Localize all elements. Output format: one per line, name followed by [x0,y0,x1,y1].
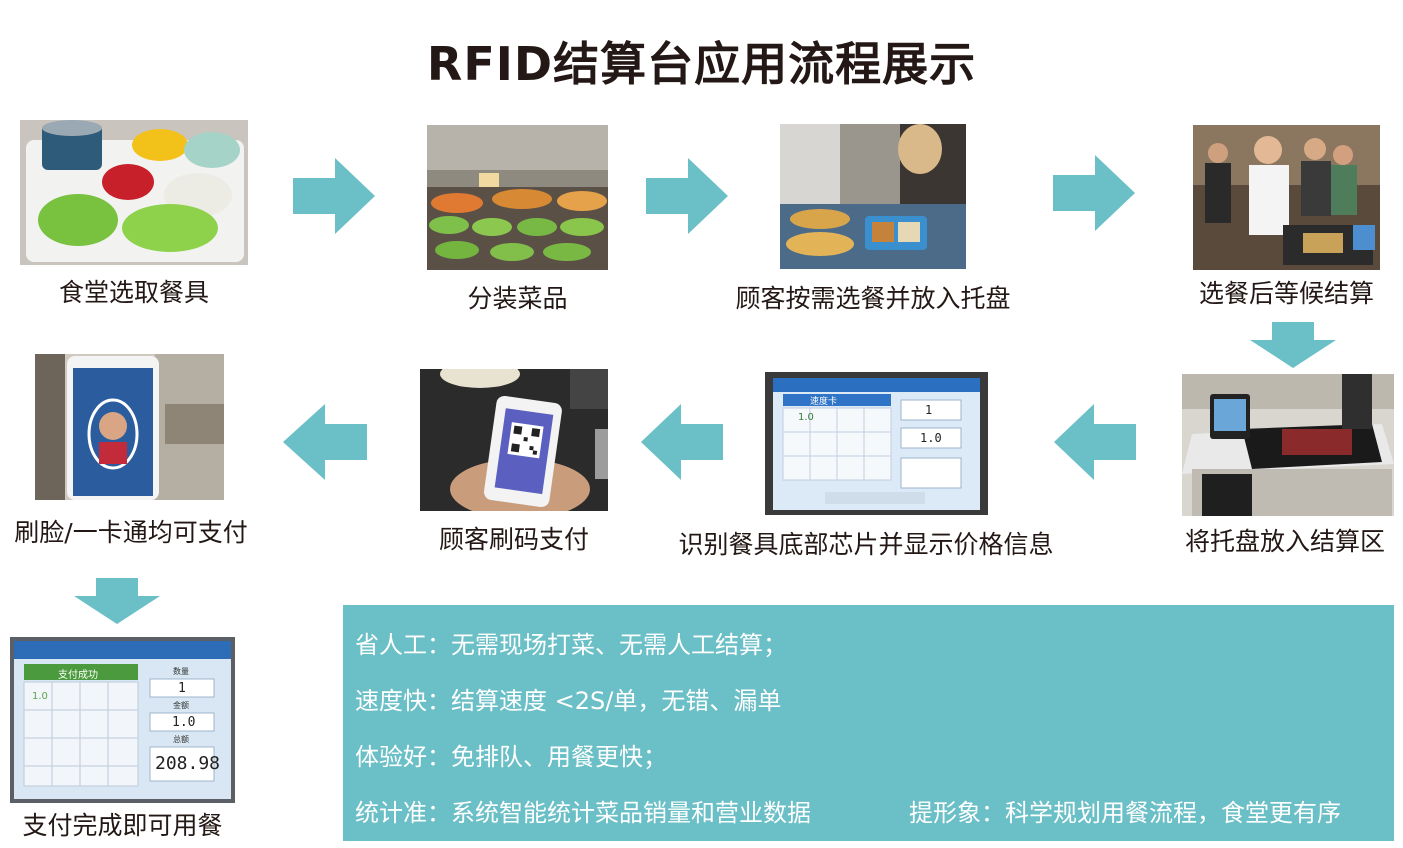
step8-label: 刷脸/一卡通均可支付 [14,518,248,547]
price-amount: 1.0 [920,431,942,445]
price-item: 1.0 [798,412,814,423]
benefit-experience: 体验好：免排队、用餐更快； [355,737,667,772]
benefit-value: 无需现场打菜、无需人工结算； [451,631,787,659]
step1-label: 食堂选取餐具 [58,278,209,307]
step3-photo [780,124,966,269]
step4-label: 选餐后等候结算 [1198,279,1374,308]
benefit-value: 免排队、用餐更快； [451,743,667,771]
success-amount-label: 金额 [173,701,189,710]
benefit-labor: 省人工：无需现场打菜、无需人工结算； [355,625,787,660]
success-item-price: 1.0 [32,691,48,702]
success-total-label: 总额 [173,735,189,744]
benefit-sep: ： [981,799,1005,827]
step9-photo: 支付成功 1.0 数量 1 金额 1.0 总额 208.98 [10,637,235,803]
arrow-left-3 [283,404,367,480]
success-qty-label: 数量 [173,667,189,676]
step9-label: 支付完成即可用餐 [22,811,223,840]
step5-photo [1182,374,1394,516]
benefit-sep: ： [427,687,451,715]
benefit-key: 体验好 [355,743,427,771]
benefit-speed: 速度快：结算速度 <2S/单，无错、漏单 [355,681,781,716]
step7-photo [420,369,608,511]
benefit-key: 统计准 [355,799,427,827]
benefit-key: 速度快 [355,687,427,715]
arrow-down-2 [74,578,160,624]
step3-label: 顾客按需选餐并放入托盘 [735,284,1011,313]
benefit-sep: ： [427,743,451,771]
step7-label: 顾客刷码支付 [438,525,589,554]
step6-photo: 速度卡 1.0 1 1.0 [765,372,988,515]
arrow-down-1 [1250,322,1336,368]
benefits-panel: 省人工：无需现场打菜、无需人工结算； 速度快：结算速度 <2S/单，无错、漏单 … [343,605,1394,841]
benefit-image: 提形象：科学规划用餐流程，食堂更有序 [909,793,1341,828]
benefit-value: 科学规划用餐流程，食堂更有序 [1005,799,1341,827]
benefit-sep: ： [427,799,451,827]
arrow-right-2 [646,158,728,234]
arrow-right-1 [293,158,375,234]
success-qty: 1 [178,681,186,696]
step1-photo [20,120,248,265]
page-title: RFID结算台应用流程展示 [426,37,977,91]
benefit-value: 结算速度 <2S/单，无错、漏单 [451,687,782,715]
success-total: 208.98 [155,753,221,774]
benefit-value: 系统智能统计菜品销量和营业数据 [451,799,811,827]
price-header: 速度卡 [810,397,838,407]
benefit-key: 提形象 [909,799,981,827]
success-amount: 1.0 [172,715,196,730]
arrow-left-2 [641,404,723,480]
arrow-right-3 [1053,155,1135,231]
arrow-left-1 [1054,404,1136,480]
step2-label: 分装菜品 [467,284,568,313]
price-qty: 1 [925,403,933,417]
step6-label: 识别餐具底部芯片并显示价格信息 [678,530,1054,559]
benefit-statistics: 统计准：系统智能统计菜品销量和营业数据 [355,793,811,828]
step8-photo [35,354,224,500]
success-header: 支付成功 [58,670,98,681]
benefit-key: 省人工 [355,631,427,659]
step2-photo [427,125,608,270]
step5-label: 将托盘放入结算区 [1184,527,1385,556]
benefit-sep: ： [427,631,451,659]
step4-photo [1193,125,1380,270]
